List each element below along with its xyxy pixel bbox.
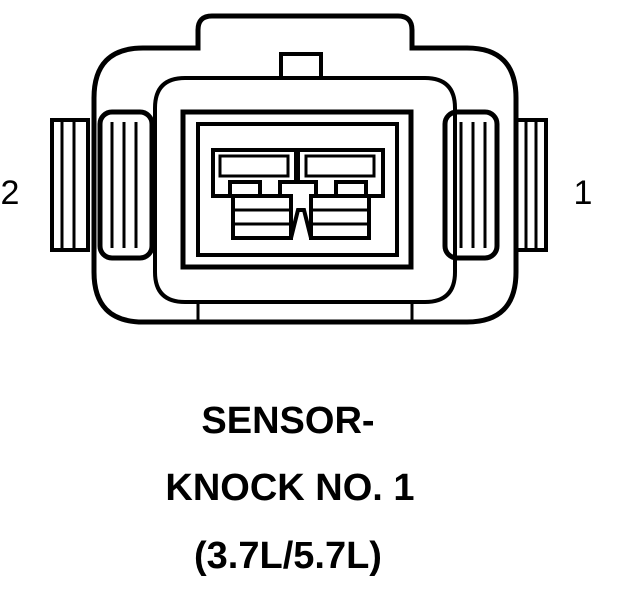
left-latch xyxy=(50,109,155,261)
connector-housing-inner xyxy=(153,76,457,304)
pin-label-1: 1 xyxy=(574,174,593,212)
left-latch-inner xyxy=(97,109,155,261)
terminal-1 xyxy=(296,148,385,240)
locking-tab xyxy=(279,52,323,80)
caption-line-1: SENSOR- xyxy=(201,400,374,442)
pin-label-2: 2 xyxy=(1,174,20,212)
keying-notch xyxy=(289,208,313,239)
right-latch-inner xyxy=(442,109,500,261)
connector-housing-outer xyxy=(91,13,519,325)
terminal-2 xyxy=(211,148,298,240)
right-latch xyxy=(442,109,548,261)
right-latch-outer xyxy=(514,118,548,252)
caption-line-3: (3.7L/5.7L) xyxy=(194,535,382,577)
housing-bottom-strip xyxy=(196,300,414,324)
terminal-cavity-outer xyxy=(180,109,414,270)
caption-line-2: KNOCK NO. 1 xyxy=(165,467,414,509)
left-latch-outer xyxy=(50,118,90,252)
terminal-cavity-inner xyxy=(196,122,399,257)
